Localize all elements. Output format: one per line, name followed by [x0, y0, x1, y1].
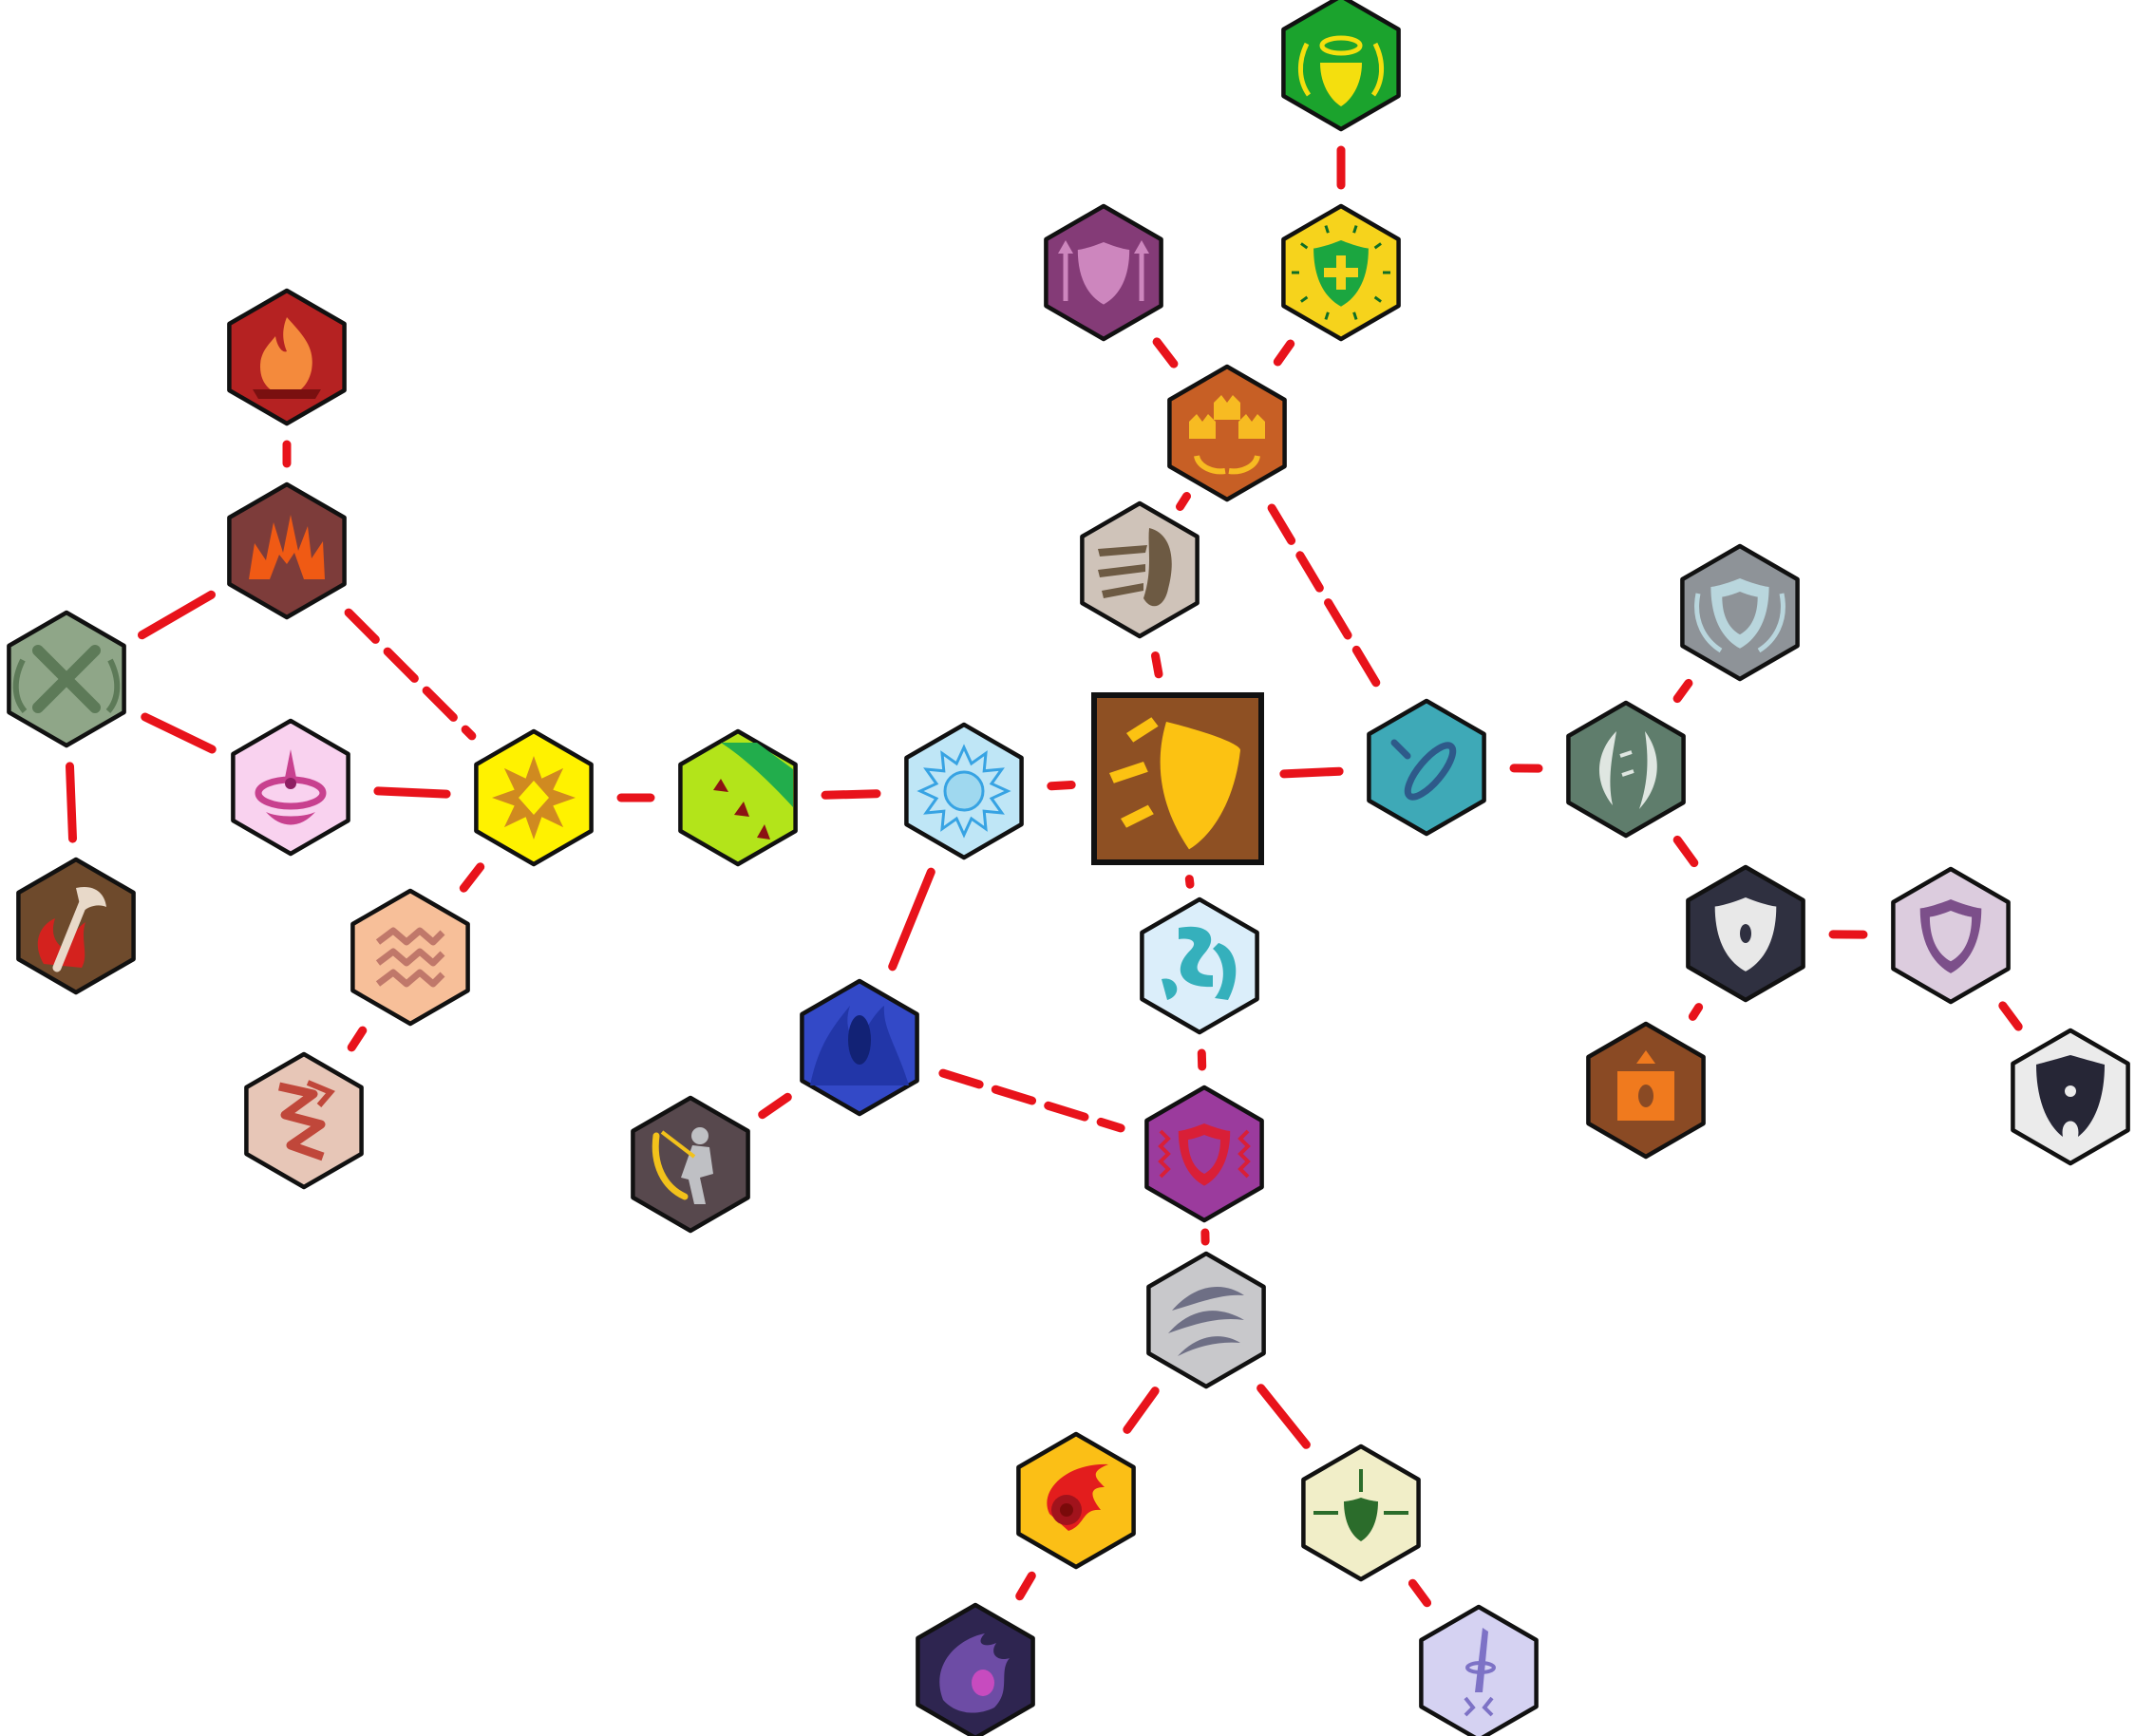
link-dark-flame-to-swordsman — [758, 1092, 792, 1120]
frost-blast-icon — [916, 744, 1011, 839]
swordsman-slash-icon — [652, 1127, 713, 1204]
skill-node-fire-burst[interactable] — [227, 288, 347, 426]
link-root-shield-to-stone-slam — [1151, 651, 1163, 679]
skill-node-wave-zigzag[interactable] — [350, 888, 470, 1027]
skill-node-stone-slam[interactable] — [1080, 500, 1200, 639]
tower-shield-icon — [1617, 1050, 1674, 1121]
skill-node-steel-shields[interactable] — [1566, 700, 1686, 839]
skill-node-dark-shield[interactable] — [2011, 1028, 2130, 1166]
dark-flame-icon — [810, 1006, 909, 1085]
skill-node-frame — [1367, 698, 1486, 837]
link-frost-blast-to-dark-flame — [888, 867, 935, 972]
link-golden-gauntlets-to-water-shield — [1267, 503, 1387, 697]
link-stone-slam-to-golden-gauntlets — [1176, 492, 1191, 511]
skill-node-heart-ring[interactable] — [231, 718, 350, 857]
dark-shield-icon — [2036, 1055, 2105, 1137]
link-crossed-swords-to-heart-ring — [141, 712, 217, 754]
skill-node-frost-blast[interactable] — [904, 722, 1024, 860]
glass-shield-icon — [1694, 578, 1785, 653]
shadow-orb-icon — [939, 1633, 1010, 1713]
water-shield-icon — [1390, 739, 1457, 801]
link-shield-outline-to-dark-shield — [1998, 1001, 2023, 1031]
wave-zigzag-icon — [375, 927, 445, 988]
skill-node-flame-aura[interactable] — [227, 481, 347, 620]
skill-node-shield-outline[interactable] — [1891, 866, 2011, 1005]
skill-node-explosion[interactable] — [474, 728, 594, 867]
halo-shield-icon — [1298, 35, 1384, 106]
link-eye-shield-to-orange-tower-shield — [1688, 1003, 1704, 1021]
link-wind-claws-to-meteor — [1123, 1387, 1160, 1434]
link-golden-gauntlets-to-holy-shield — [1273, 339, 1295, 367]
shield-outline-icon — [1919, 899, 1982, 973]
link-steel-shields-to-eye-shield — [1672, 835, 1699, 868]
meteor-icon — [1047, 1463, 1108, 1531]
skill-node-eye-shield[interactable] — [1686, 864, 1805, 1003]
link-root-shield-to-water-surge — [1184, 875, 1195, 889]
golden-gauntlets-icon — [1189, 395, 1265, 475]
fire-icon — [253, 317, 321, 399]
skill-node-holy-shield[interactable] — [1281, 203, 1401, 342]
heart-ring-icon — [255, 749, 327, 825]
flame-spikes-icon — [249, 515, 325, 579]
link-explosion-to-wave-zigzag — [459, 862, 485, 893]
burning-axe-icon — [37, 886, 106, 972]
skill-node-swordsman[interactable] — [631, 1095, 750, 1234]
link-golden-gauntlets-to-shield-up — [1152, 337, 1179, 368]
link-heart-ring-to-explosion — [373, 786, 451, 799]
skill-node-halo-shield[interactable] — [1281, 0, 1401, 132]
skill-node-root-shield[interactable] — [1091, 692, 1264, 865]
lightning-zigzag-icon — [278, 1080, 335, 1161]
skill-node-glass-shield[interactable] — [1680, 543, 1800, 682]
link-crossed-swords-to-burning-axe — [66, 762, 77, 843]
water-surge-icon — [1162, 926, 1237, 1000]
skill-node-wind-claws[interactable] — [1146, 1251, 1266, 1389]
link-dark-flame-to-spiked-shield — [938, 1068, 1125, 1133]
skill-node-burning-axe[interactable] — [16, 857, 136, 995]
skill-node-orange-tower-shield[interactable] — [1586, 1021, 1706, 1160]
skill-node-water-shield[interactable] — [1367, 698, 1486, 837]
skill-node-dark-flame[interactable] — [800, 978, 919, 1117]
skill-node-blade-rain[interactable] — [1419, 1604, 1539, 1736]
golden-shield-bash-icon — [1109, 717, 1240, 850]
skill-node-crossed-swords[interactable] — [7, 610, 126, 748]
wind-claws-icon — [1168, 1286, 1244, 1356]
skill-node-shadow-orb[interactable] — [916, 1602, 1035, 1736]
spiked-shield-icon — [1158, 1123, 1251, 1186]
skill-links — [66, 145, 2023, 1608]
skill-nodes — [7, 0, 2130, 1736]
blade-rain-icon — [1464, 1628, 1496, 1717]
skill-node-shield-up[interactable] — [1044, 203, 1163, 342]
link-frost-blast-to-root-shield — [1047, 781, 1076, 791]
link-wave-zigzag-to-lightning-zigzag — [347, 1026, 368, 1052]
sword-shield-icon — [1313, 1469, 1408, 1541]
link-thorn-bite-to-frost-blast — [821, 789, 881, 800]
skill-node-lightning-zigzag[interactable] — [244, 1051, 364, 1190]
link-meteor-to-shadow-orb — [1015, 1571, 1036, 1601]
crossed-swords-icon — [12, 645, 121, 713]
skill-node-spiked-shield[interactable] — [1144, 1085, 1264, 1223]
skill-node-thorn-bite[interactable] — [678, 728, 798, 867]
skill-node-frame — [1566, 700, 1686, 839]
link-sword-shield-to-blade-rain — [1408, 1578, 1432, 1608]
skill-node-frame — [1167, 364, 1287, 502]
steel-shields-icon — [1599, 731, 1657, 809]
link-root-shield-to-water-shield — [1279, 766, 1344, 779]
stone-slam-icon — [1098, 528, 1172, 607]
link-steel-shields-to-glass-shield — [1672, 678, 1693, 704]
link-flame-aura-to-crossed-swords — [138, 590, 216, 640]
eye-shield-icon — [1714, 897, 1777, 972]
link-flame-aura-to-explosion — [344, 608, 477, 741]
skill-node-meteor[interactable] — [1016, 1431, 1136, 1570]
explosion-icon — [492, 756, 576, 840]
skill-node-water-surge[interactable] — [1140, 896, 1259, 1035]
skill-node-sword-shield[interactable] — [1301, 1444, 1421, 1582]
link-wind-claws-to-sword-shield — [1256, 1384, 1311, 1449]
skill-node-golden-gauntlets[interactable] — [1167, 364, 1287, 502]
thorn-bite-icon — [713, 743, 793, 840]
skill-node-frame — [1140, 896, 1259, 1035]
shield-up-icon — [1058, 240, 1149, 305]
holy-shield-icon — [1292, 225, 1390, 320]
